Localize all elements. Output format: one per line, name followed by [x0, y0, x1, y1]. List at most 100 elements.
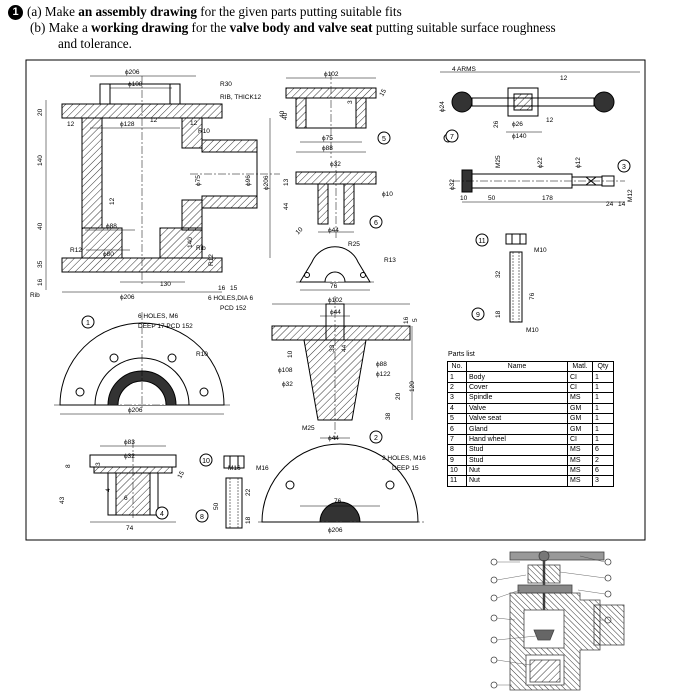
dim-label: 18 — [495, 310, 502, 318]
dim-label: ϕ206 — [328, 527, 343, 534]
dim-label: M10 — [526, 327, 539, 334]
dim-label: 10 — [460, 195, 468, 202]
dim-label: 12 — [560, 75, 568, 82]
dim-label: ϕ206 — [263, 175, 270, 190]
dim-label: ϕ102 — [324, 71, 339, 78]
dim-label: PCD 152 — [220, 305, 247, 312]
callout-9: 9 — [471, 307, 485, 321]
header-matl: Matl. — [567, 360, 593, 373]
flange-labels: 6 HOLES, M6 DEEP 17 PCD 152 R10 ϕ206 — [128, 313, 208, 414]
cover-labels: ϕ102 ϕ75 ϕ88 40 3 15 — [279, 71, 388, 152]
dim-label: R12 — [208, 254, 215, 266]
dim-label: ϕ26 — [512, 121, 523, 128]
dim-label: ϕ102 — [328, 297, 343, 304]
dim-label: 140 — [187, 237, 194, 248]
dim-label: 22 — [245, 488, 252, 496]
dim-label: R12 — [70, 247, 82, 254]
nut-stud — [223, 455, 245, 529]
callout-5: 5 — [377, 131, 391, 145]
callout-3: 3 — [617, 159, 631, 173]
dim-label: 8 — [65, 464, 72, 468]
dim-label: M12 — [627, 189, 634, 202]
svg-text:1: 1 — [86, 320, 90, 327]
dim-label: 6 — [124, 495, 128, 502]
handwheel-labels: 4 ARMS 12 ϕ24 26 ϕ26 ϕ140 12 — [439, 66, 568, 140]
dim-label: M10 — [534, 247, 547, 254]
dim-label: 12 — [190, 120, 198, 127]
dim-label: ϕ10 — [382, 191, 393, 198]
gland-labels: R25 R13 76 — [330, 241, 396, 290]
dim-label: ϕ24 — [439, 101, 446, 112]
dim-label: 12 — [109, 197, 116, 205]
dim-label: ϕ206 — [125, 69, 140, 76]
dim-label: ϕ88 — [106, 223, 117, 230]
dim-label: M25 — [495, 155, 502, 168]
callout-7: 7 — [445, 129, 459, 143]
dim-label: 14 — [618, 201, 626, 208]
dim-label: DEEP 15 — [392, 465, 419, 472]
callout-1: 1 — [81, 315, 95, 329]
dim-label: M16 — [256, 465, 269, 472]
body-dimension-labels: ϕ206 ϕ108 R30 RIB, THICK12 ϕ128 R10 12 1… — [30, 69, 289, 312]
dim-label: ϕ12 — [575, 157, 582, 168]
dim-label: ϕ83 — [124, 439, 135, 446]
dim-label: 32 — [495, 270, 502, 278]
svg-text:5: 5 — [382, 136, 386, 143]
callout-6: 6 — [369, 215, 383, 229]
dim-label: ϕ75 — [195, 175, 202, 186]
svg-text:10: 10 — [202, 458, 210, 465]
dim-label: 40 — [37, 222, 44, 230]
dim-label: 12 — [150, 117, 158, 124]
dim-label: ϕ128 — [120, 121, 135, 128]
dim-label: 15 — [176, 470, 186, 480]
gland-plan — [296, 246, 374, 291]
cover-section — [285, 72, 377, 158]
dim-label: 50 — [213, 502, 220, 510]
svg-text:4: 4 — [160, 511, 164, 518]
dim-label: 16 — [37, 278, 44, 286]
dim-label: 40 — [279, 110, 286, 118]
dim-label: ϕ32 — [449, 179, 456, 190]
gland-bottom-plan — [258, 443, 424, 523]
dim-label: 178 — [542, 195, 553, 202]
dim-label: ϕ22 — [537, 157, 544, 168]
dim-label: 26 — [493, 120, 500, 128]
dim-label: 140 — [37, 155, 44, 166]
dim-label: ϕ96 — [245, 175, 252, 186]
dim-label: 35 — [37, 260, 44, 268]
dim-label: 3 — [95, 462, 102, 466]
dim-label: 10 — [287, 350, 294, 358]
dim-label: RIB, THICK12 — [220, 94, 261, 101]
parts-list-caption: Parts list — [448, 351, 475, 358]
dim-label: 12 — [546, 117, 554, 124]
dim-label: 120 — [409, 381, 416, 392]
svg-text:9: 9 — [476, 312, 480, 319]
dim-label: ϕ75 — [322, 135, 333, 142]
dim-label: 15 — [230, 285, 238, 292]
valve-labels: ϕ102 ϕ44 33 44 16 5 ϕ88 ϕ122 10 ϕ108 ϕ32… — [278, 297, 419, 442]
dim-label: 74 — [126, 525, 134, 532]
dim-label: M16 — [228, 465, 241, 472]
dim-label: R13 — [384, 257, 396, 264]
svg-text:11: 11 — [478, 238, 485, 245]
dim-label: Rib — [30, 292, 40, 299]
dim-label: 43 — [59, 496, 66, 504]
dim-label: 130 — [160, 281, 171, 288]
spindle-view — [452, 169, 625, 203]
body-flange-plan — [54, 312, 232, 415]
svg-text:6: 6 — [374, 220, 378, 227]
callout-8: 8 — [195, 509, 209, 523]
callout-2: 2 — [369, 430, 383, 444]
dim-label: 4 ARMS — [452, 66, 477, 73]
dim-label: ϕ88 — [376, 361, 387, 368]
dim-label: 44 — [341, 344, 348, 352]
valve-seat-part4 — [89, 440, 177, 523]
dim-label: ϕ44 — [328, 435, 339, 442]
dim-label: 6 HOLES,DIA 6 — [208, 295, 254, 302]
dim-label: ϕ206 — [120, 294, 135, 301]
